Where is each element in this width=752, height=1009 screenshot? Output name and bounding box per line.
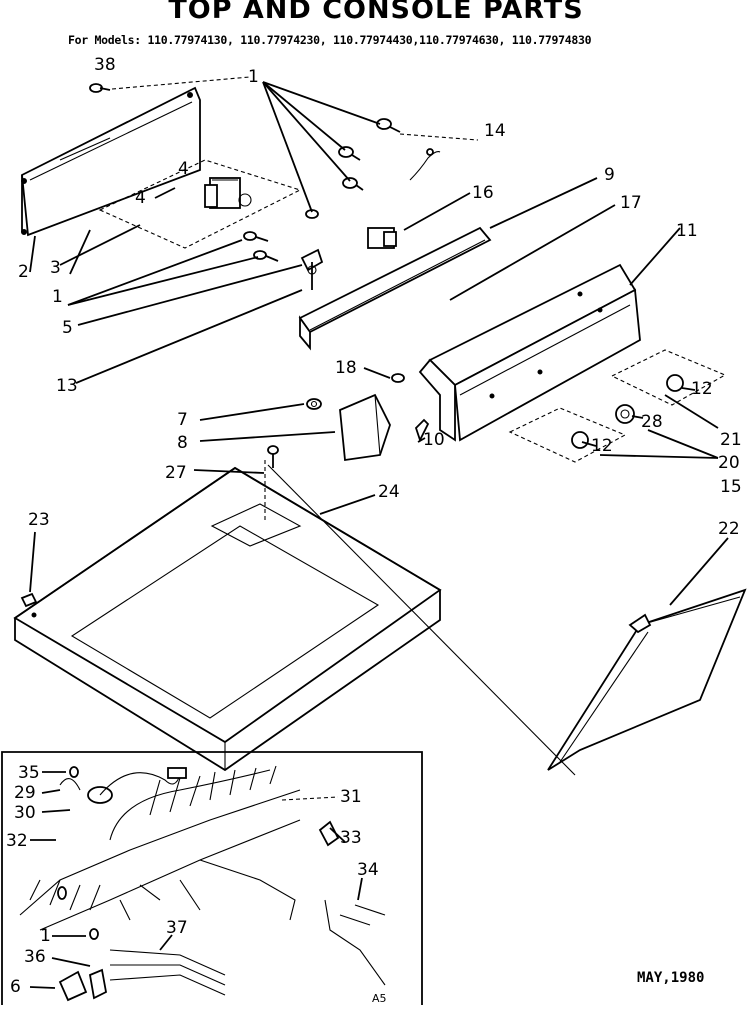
callout-4b: 4: [178, 159, 189, 179]
callout-29: 29: [14, 783, 36, 803]
callout-35: 35: [18, 763, 40, 783]
callout-16: 16: [472, 183, 494, 203]
callout-12a: 12: [691, 379, 713, 399]
callout-32: 32: [6, 831, 28, 851]
back-panel: [21, 86, 201, 237]
callout-20: 20: [718, 453, 740, 473]
callouts: 38 1 14 9 16 17 11 4 4 2 3 1 5 13 18 7 8…: [6, 55, 742, 1005]
harness-inset: [1, 751, 423, 1005]
lid: [547, 588, 747, 771]
callout-12b: 12: [591, 436, 613, 456]
callout-2: 2: [18, 262, 29, 282]
callout-14: 14: [484, 121, 506, 141]
callout-27: 27: [165, 463, 187, 483]
console-bracket: [298, 226, 492, 351]
model-list: For Models: 110.77974130, 110.77974230, …: [68, 33, 592, 47]
callout-1: 1: [248, 67, 259, 87]
callout-38: 38: [94, 55, 116, 75]
console-panel: [418, 263, 641, 442]
drawing-code: A5: [372, 992, 387, 1005]
callout-6: 6: [10, 977, 21, 997]
callout-4: 4: [135, 188, 146, 208]
callout-10: 10: [423, 430, 445, 450]
knob-group: [508, 349, 727, 463]
callout-5: 5: [62, 318, 73, 338]
leader-line: [267, 464, 576, 776]
callout-34: 34: [357, 860, 379, 880]
callout-11: 11: [676, 221, 698, 241]
callout-7: 7: [177, 410, 188, 430]
callout-15: 15: [720, 477, 742, 497]
callout-30: 30: [14, 803, 36, 823]
callout-1c: 1: [40, 926, 51, 946]
callout-36: 36: [24, 947, 46, 967]
callout-8: 8: [177, 433, 188, 453]
page-title: TOP AND CONSOLE PARTS: [168, 0, 584, 25]
callout-24: 24: [378, 482, 400, 502]
screws: [89, 83, 401, 262]
ground-wire: [409, 148, 441, 181]
callout-22: 22: [718, 519, 740, 539]
top-panel: [13, 460, 442, 772]
top-screw: [20, 592, 38, 608]
callout-18: 18: [335, 358, 357, 378]
control-parts: [267, 373, 430, 468]
callout-21: 21: [720, 430, 742, 450]
timer-plate: [98, 159, 302, 249]
callout-37: 37: [166, 918, 188, 938]
callout-13: 13: [56, 376, 78, 396]
callout-28: 28: [641, 412, 663, 432]
callout-31: 31: [340, 787, 362, 807]
print-date: MAY,1980: [637, 970, 705, 986]
callout-23: 23: [28, 510, 50, 530]
leader-lines: [29, 76, 729, 989]
callout-3: 3: [50, 258, 61, 278]
callout-1b: 1: [52, 287, 63, 307]
callout-9: 9: [604, 165, 615, 185]
callout-33: 33: [340, 828, 362, 848]
callout-17: 17: [620, 193, 642, 213]
